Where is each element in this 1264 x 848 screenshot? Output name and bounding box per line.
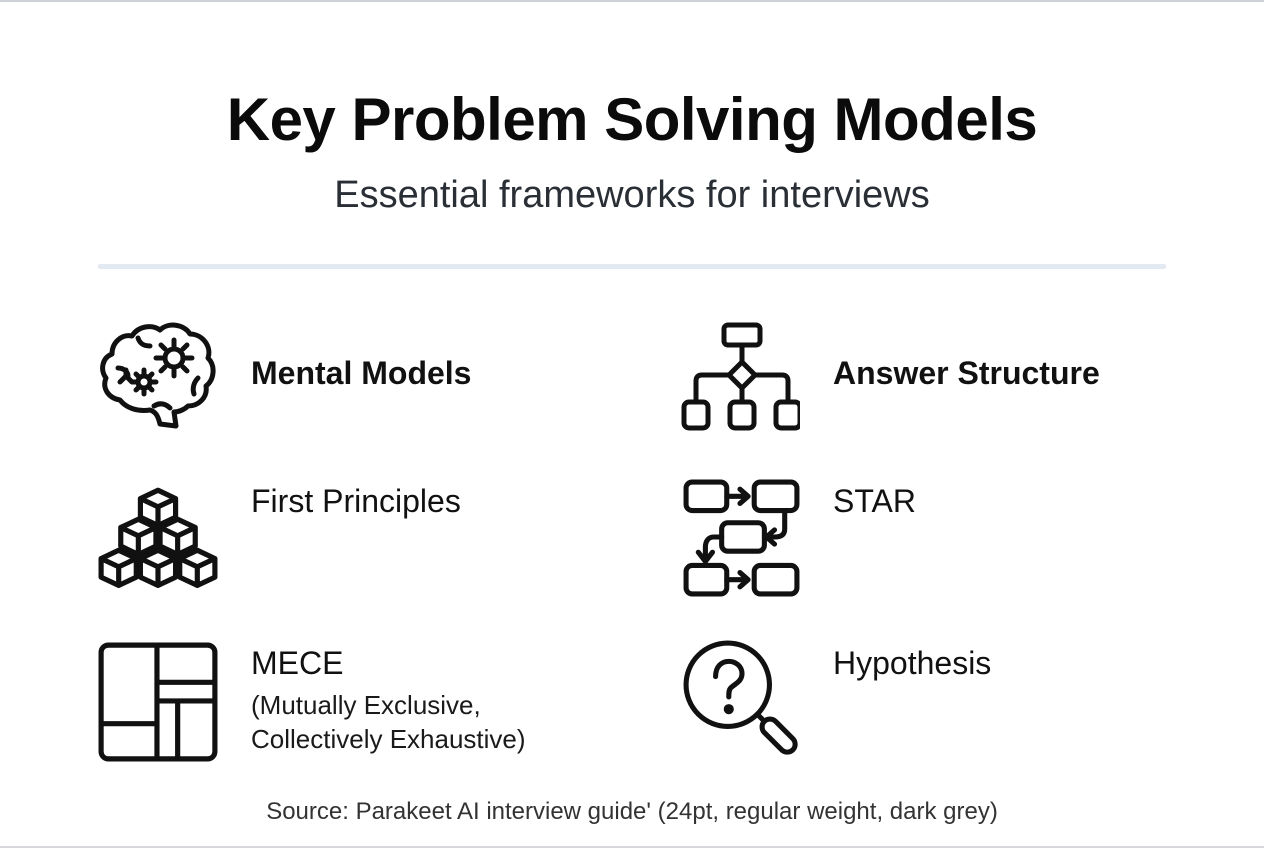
partitioned-grid-icon xyxy=(98,642,218,762)
flowchart-icon xyxy=(680,318,800,431)
magnifier-question-icon xyxy=(682,640,798,758)
model-label: First Principles xyxy=(251,483,461,519)
page-subtitle: Essential frameworks for interviews xyxy=(334,174,930,216)
brain-gears-icon xyxy=(98,316,216,431)
bottom-border xyxy=(0,846,1264,848)
source-caption: Source: Parakeet AI interview guide' (24… xyxy=(266,798,998,825)
model-label: Answer Structure xyxy=(833,355,1100,391)
model-label: Mental Models xyxy=(251,355,472,391)
stacked-cubes-icon xyxy=(98,482,218,590)
model-sublabel: (Mutually Exclusive, xyxy=(251,690,481,720)
process-flow-icon xyxy=(682,478,800,597)
page-title: Key Problem Solving Models xyxy=(226,86,1038,153)
model-sublabel: Collectively Exhaustive) xyxy=(251,724,526,754)
model-label: Hypothesis xyxy=(833,645,992,681)
top-border xyxy=(0,0,1264,2)
model-label: STAR xyxy=(833,483,916,519)
model-label: MECE xyxy=(251,645,344,681)
header-divider xyxy=(98,264,1166,269)
